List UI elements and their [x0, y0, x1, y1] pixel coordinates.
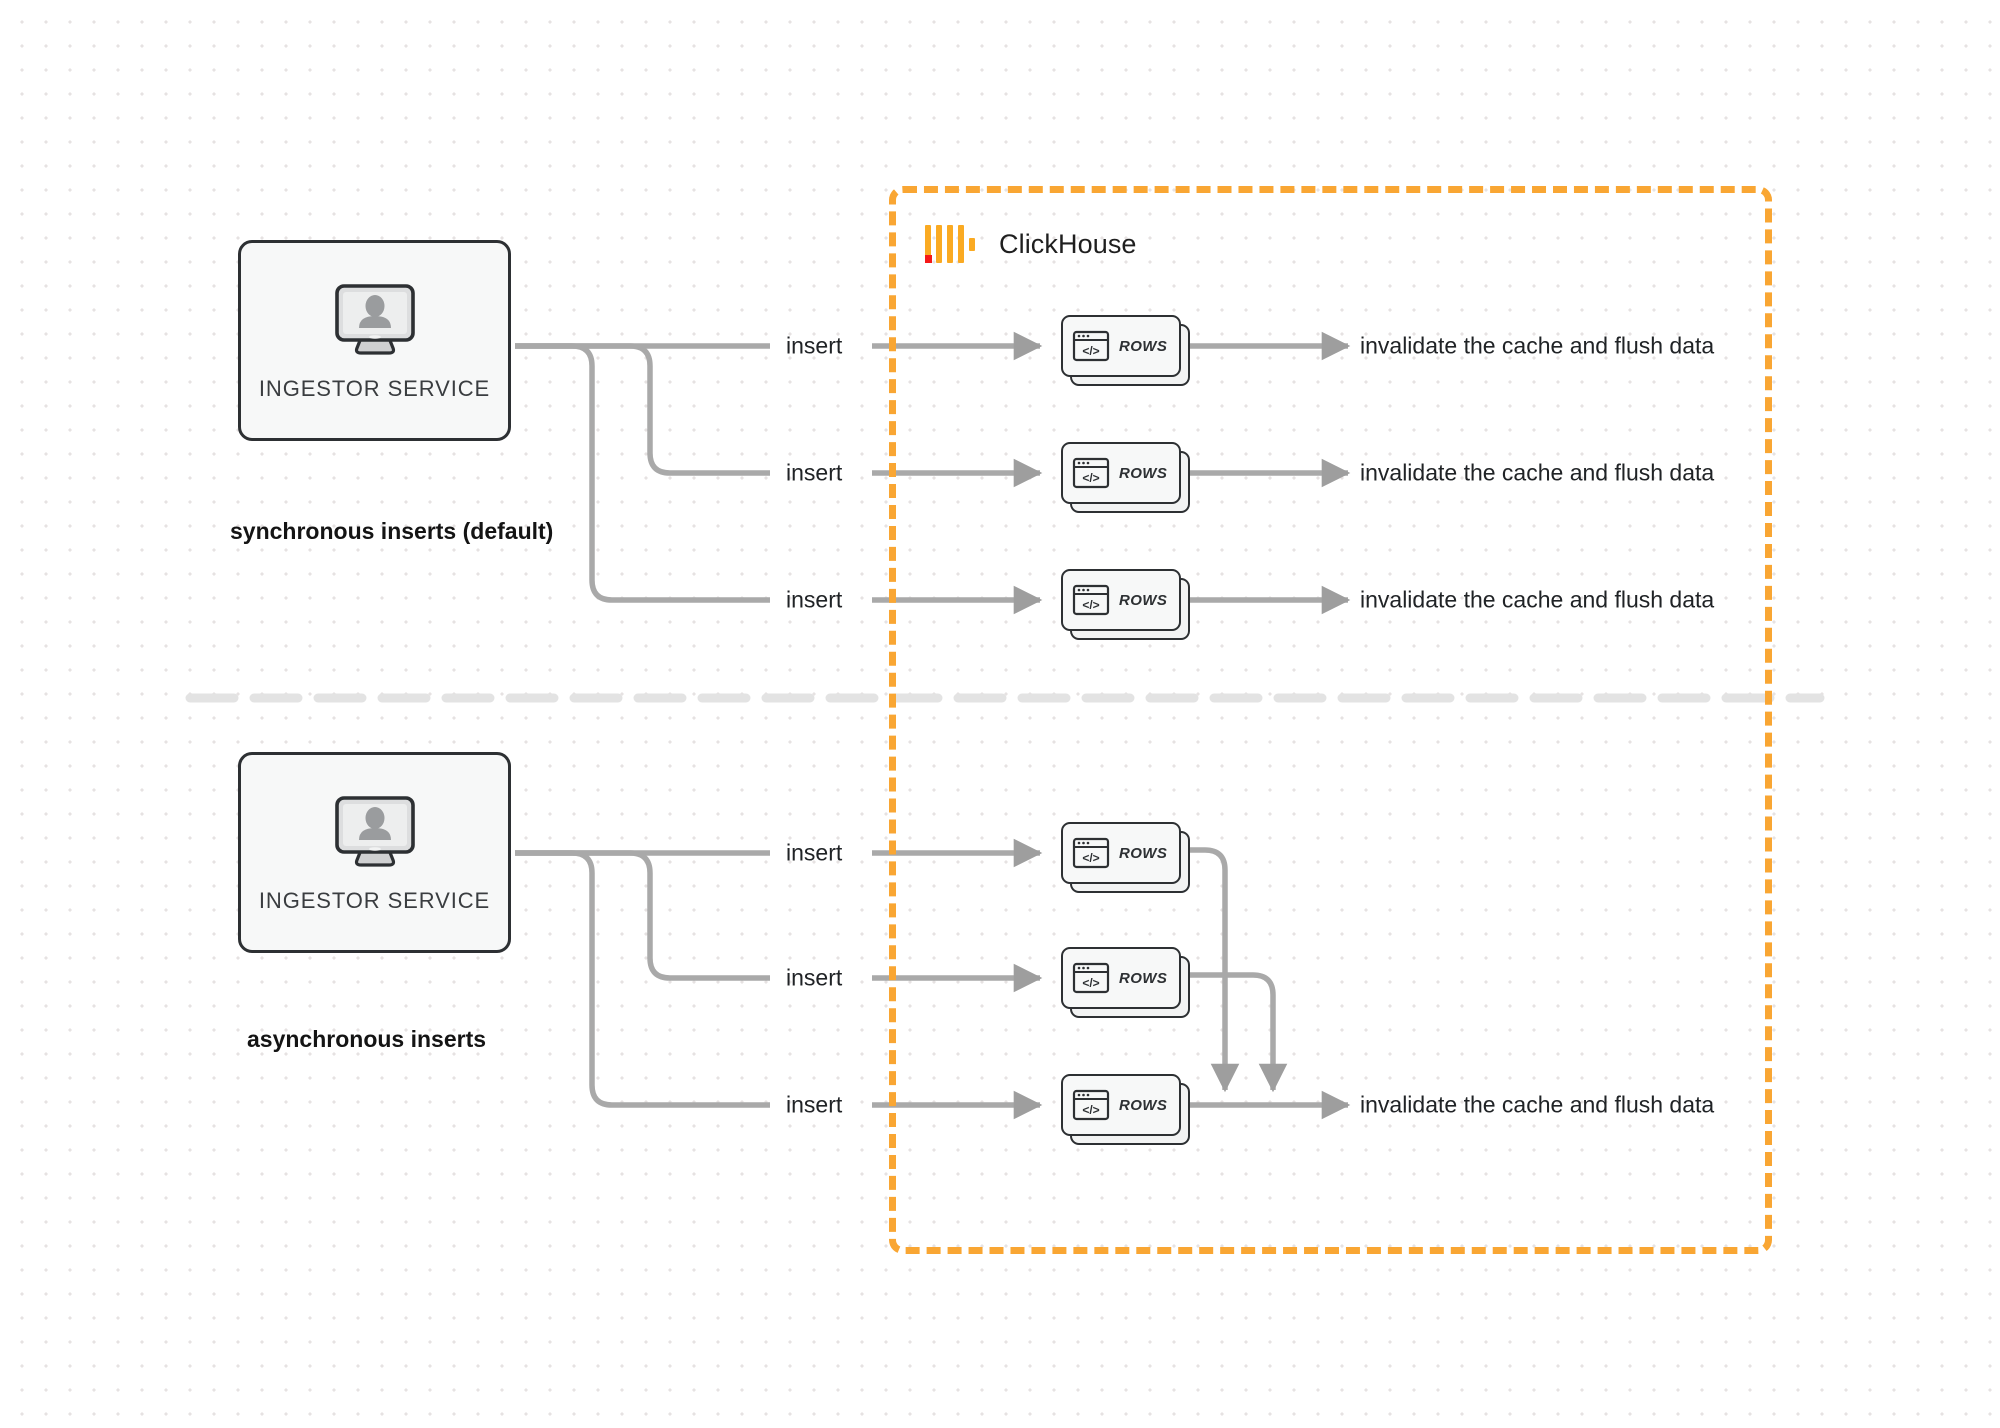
sync-fanout-row2 [515, 343, 770, 476]
clickhouse-logo [925, 225, 975, 263]
rows-node-sync-1[interactable]: </> ROWS [1061, 315, 1190, 386]
code-window-icon: </> [1072, 837, 1110, 869]
result-label-sync-1: invalidate the cache and flush data [1360, 332, 1715, 359]
rows-node-front-card: </> ROWS [1061, 822, 1181, 884]
rows-node-label: ROWS [1119, 337, 1168, 355]
caption-asynchronous: asynchronous inserts [247, 1026, 487, 1052]
insert-label-sync-2: insert [786, 459, 843, 486]
svg-text:</>: </> [1082, 976, 1099, 990]
svg-text:</>: </> [1082, 344, 1099, 358]
rows-node-front-card: </> ROWS [1061, 442, 1181, 504]
code-window-icon: </> [1072, 1089, 1110, 1121]
rows-node-async-1[interactable]: </> ROWS [1061, 822, 1190, 893]
result-label-async-merged: invalidate the cache and flush data [1360, 1091, 1715, 1118]
caption-synchronous: synchronous inserts (default) [230, 518, 554, 544]
ingestor-service-async[interactable]: INGESTOR SERVICE [238, 752, 511, 953]
svg-text:</>: </> [1082, 1103, 1099, 1117]
ingestor-service-sync[interactable]: INGESTOR SERVICE [238, 240, 511, 441]
ingestor-service-label-async: INGESTOR SERVICE [258, 887, 491, 913]
rows-node-front-card: </> ROWS [1061, 569, 1181, 631]
rows-node-label: ROWS [1119, 844, 1168, 862]
rows-node-front-card: </> ROWS [1061, 315, 1181, 377]
rows-node-async-2[interactable]: </> ROWS [1061, 947, 1190, 1018]
rows-node-front-card: </> ROWS [1061, 947, 1181, 1009]
clickhouse-brand: ClickHouse [925, 222, 1137, 266]
insert-label-async-3: insert [786, 1091, 843, 1118]
async-fanout-row2 [515, 850, 770, 981]
code-window-icon: </> [1072, 962, 1110, 994]
insert-label-sync-3: insert [786, 586, 843, 613]
rows-node-label: ROWS [1119, 464, 1168, 482]
rows-node-front-card: </> ROWS [1061, 1074, 1181, 1136]
code-window-icon: </> [1072, 584, 1110, 616]
clickhouse-boundary [889, 186, 1772, 1254]
rows-node-sync-3[interactable]: </> ROWS [1061, 569, 1190, 640]
ingestor-service-label-sync: INGESTOR SERVICE [258, 375, 491, 401]
result-label-sync-2: invalidate the cache and flush data [1360, 459, 1715, 486]
rows-node-sync-2[interactable]: </> ROWS [1061, 442, 1190, 513]
insert-label-async-1: insert [786, 839, 843, 866]
rows-node-label: ROWS [1119, 969, 1168, 987]
insert-label-sync-1: insert [786, 332, 843, 359]
insert-label-async-2: insert [786, 964, 843, 991]
result-label-sync-3: invalidate the cache and flush data [1360, 586, 1715, 613]
clickhouse-label: ClickHouse [999, 228, 1137, 259]
svg-text:</>: </> [1082, 851, 1099, 865]
monitor-user-icon [334, 283, 415, 355]
code-window-icon: </> [1072, 330, 1110, 362]
async-fanout-row3 [515, 850, 770, 1108]
svg-text:</>: </> [1082, 471, 1099, 485]
code-window-icon: </> [1072, 457, 1110, 489]
rows-node-label: ROWS [1119, 1096, 1168, 1114]
rows-node-label: ROWS [1119, 591, 1168, 609]
svg-text:</>: </> [1082, 598, 1099, 612]
sync-fanout-row3 [515, 343, 770, 603]
rows-node-async-3[interactable]: </> ROWS [1061, 1074, 1190, 1145]
monitor-user-icon [334, 795, 415, 867]
